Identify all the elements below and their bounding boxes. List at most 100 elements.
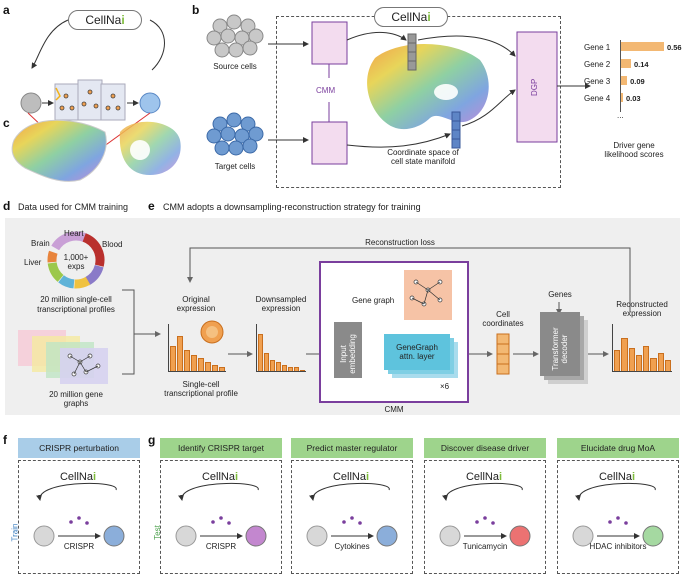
panel-label-d: d xyxy=(3,199,11,213)
input-embedding-label: Input embedding xyxy=(339,334,357,374)
task-logo-leaf: i xyxy=(92,471,97,483)
task-logo-leaf: i xyxy=(234,471,239,483)
task-card-5 xyxy=(557,460,679,574)
task-agent-5: HDAC inhibitors xyxy=(589,542,647,551)
reconstructed-expression-axis xyxy=(612,324,672,372)
task-logo-2: CellNai xyxy=(188,468,252,486)
task-logo-text: CellNa xyxy=(201,471,235,483)
tissue-heart: Heart xyxy=(64,229,84,238)
task-logo-leaf: i xyxy=(498,471,503,483)
task-illustration-2 xyxy=(175,483,267,547)
gene-score-bar-4 xyxy=(620,93,623,102)
gene-name-3: Gene 3 xyxy=(584,77,611,86)
task-title-3: Predict master regulator xyxy=(291,438,413,458)
exps-count: 1,000+ xyxy=(63,253,89,262)
gene-name-1: Gene 1 xyxy=(584,43,611,52)
gene-name-4: Gene 4 xyxy=(584,94,611,103)
genegraph-label-1: GeneGraph xyxy=(396,343,438,352)
panel-d-title: Data used for CMM training xyxy=(18,202,129,212)
gene-name-2: Gene 2 xyxy=(584,60,611,69)
cell-coordinates-2: coordinates xyxy=(482,319,524,328)
gene-graph-label: Gene graph xyxy=(352,296,395,305)
panel-label-g: g xyxy=(148,433,156,447)
downsampled-expression-1: Downsampled xyxy=(255,295,307,304)
task-illustration-4 xyxy=(439,483,531,547)
cmm-label-e: CMM xyxy=(384,405,404,414)
gene-score-value-3: 0.09 xyxy=(630,77,645,86)
target-cells-label: Target cells xyxy=(214,162,256,171)
task-logo-leaf: i xyxy=(365,471,370,483)
gene-score-axis xyxy=(620,40,621,112)
source-cells-label: Source cells xyxy=(213,62,257,71)
task-logo-1: CellNai xyxy=(46,468,110,486)
genegraph-label-2: attn. layer xyxy=(399,352,435,361)
task-title-5: Elucidate drug MoA xyxy=(557,438,679,458)
cellnavi-logo-b: CellNai xyxy=(374,7,448,27)
task-logo-text: CellNa xyxy=(332,471,366,483)
scores-caption-2: likelihood scores xyxy=(604,150,664,159)
panel-label-e: e xyxy=(148,199,155,213)
graphs-caption-1: 20 million gene xyxy=(49,390,103,399)
panel-e-title: CMM adopts a downsampling-reconstruction… xyxy=(163,202,421,212)
downsampled-expression-axis xyxy=(256,324,306,372)
panel-label-a: a xyxy=(3,3,10,17)
task-card-3 xyxy=(291,460,413,574)
reconstructed-expression-2: expression xyxy=(622,309,662,318)
task-title-4: Discover disease driver xyxy=(424,438,546,458)
task-illustration-5 xyxy=(572,483,664,547)
manifold-caption-2: cell state manifold xyxy=(390,157,456,166)
task-card-2 xyxy=(160,460,282,574)
profiles-caption-1: 20 million single-cell xyxy=(40,295,112,304)
cell-coordinates-1: Cell xyxy=(496,310,510,319)
gene-score-value-4: 0.03 xyxy=(626,94,641,103)
exps-unit: exps xyxy=(67,262,85,271)
cmm-label-b: CMM xyxy=(316,86,336,95)
logo-leaf-b: i xyxy=(427,10,431,24)
task-logo-4: CellNai xyxy=(452,468,516,486)
gene-ellipsis: ... xyxy=(617,111,624,120)
task-logo-5: CellNai xyxy=(585,468,649,486)
gene-score-bar-1 xyxy=(620,42,664,51)
task-logo-leaf: i xyxy=(631,471,636,483)
original-expression-1: Original xyxy=(182,295,210,304)
manifold-caption-1: Coordinate space of xyxy=(387,148,459,157)
single-cell-caption-2: transcriptional profile xyxy=(164,389,238,398)
task-card-1 xyxy=(18,460,140,574)
repeat-label: ×6 xyxy=(440,382,450,391)
task-logo-text: CellNa xyxy=(59,471,93,483)
task-logo-text: CellNa xyxy=(598,471,632,483)
logo-leaf-i: i xyxy=(121,13,125,27)
gene-score-bar-3 xyxy=(620,76,628,85)
task-card-4 xyxy=(424,460,546,574)
profiles-caption-2: transcriptional profiles xyxy=(37,305,115,314)
task-title-2: Identify CRISPR target xyxy=(160,438,282,458)
task-illustration-1 xyxy=(33,483,125,547)
task-illustration-3 xyxy=(306,483,398,547)
downsampled-expression-2: expression xyxy=(261,304,301,313)
original-expression-2: expression xyxy=(176,304,216,313)
tissue-liver: Liver xyxy=(24,258,42,267)
tissue-blood: Blood xyxy=(102,240,123,249)
single-cell-caption-1: Single-cell xyxy=(182,380,220,389)
task-agent-1: CRISPR xyxy=(63,542,95,551)
task-agent-2: CRISPR xyxy=(205,542,237,551)
logo-text-b: CellNa xyxy=(391,10,428,24)
task-agent-3: Cytokines xyxy=(334,542,370,551)
task-title-1: CRISPR perturbation xyxy=(18,438,140,458)
task-logo-3: CellNai xyxy=(319,468,383,486)
gene-score-bar-2 xyxy=(620,59,631,68)
transformer-decoder-label: Transformer decoder xyxy=(551,327,569,371)
original-expression-axis xyxy=(168,324,226,372)
panel-label-c: c xyxy=(3,116,10,130)
reconstructed-expression-1: Reconstructed xyxy=(616,300,668,309)
gene-score-value-2: 0.14 xyxy=(634,60,649,69)
tissue-brain: Brain xyxy=(31,239,50,248)
cellnavi-logo: CellNai xyxy=(68,10,142,30)
task-logo-text: CellNa xyxy=(465,471,499,483)
panel-label-f: f xyxy=(3,433,7,447)
logo-text: CellNa xyxy=(85,13,122,27)
scores-caption-1: Driver gene xyxy=(613,141,655,150)
